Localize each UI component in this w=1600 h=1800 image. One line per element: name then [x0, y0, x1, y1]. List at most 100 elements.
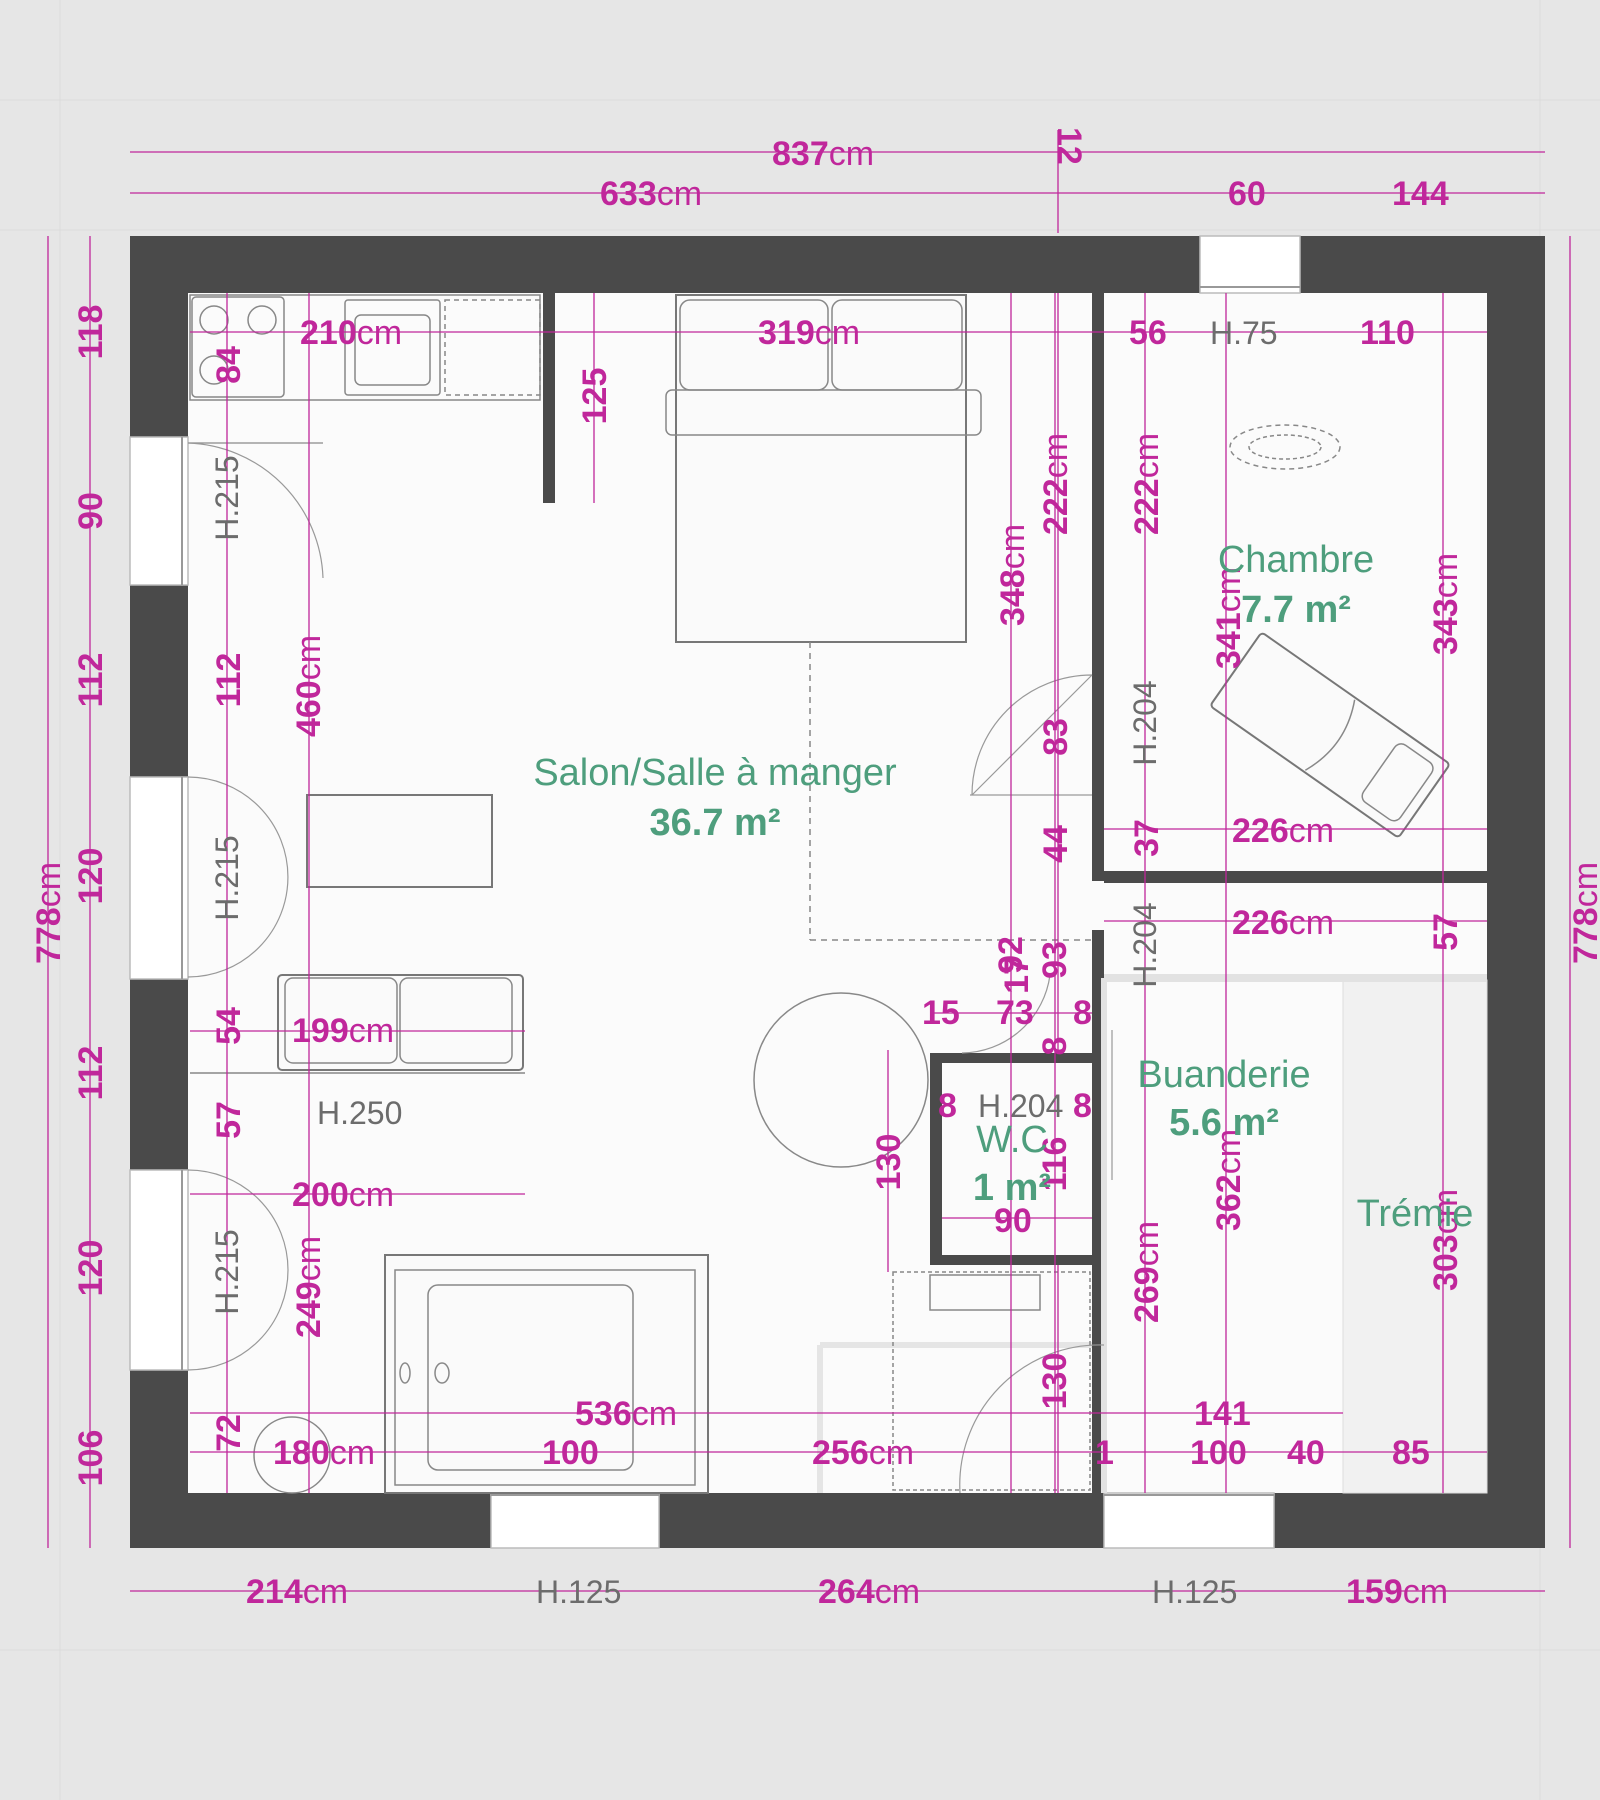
- dim-outer-106: 106: [72, 1430, 110, 1487]
- kitchen-counter: [189, 294, 541, 401]
- dim-kitchen-84: 84: [210, 346, 248, 384]
- dim-wc-8c: 8: [938, 1087, 957, 1125]
- height-wc-door: H.204: [978, 1088, 1063, 1124]
- coffee-table: [306, 794, 493, 888]
- dim-outer-112a: 112: [72, 653, 110, 708]
- dim-buanderie-57: 57: [1427, 913, 1465, 951]
- height-window-bottom-b: H.125: [1152, 1574, 1237, 1610]
- dimension-lines: [47, 130, 1571, 1592]
- dim-chambre-226b: 226cm: [1232, 904, 1334, 942]
- room-area-wc: 1 m²: [973, 1167, 1051, 1209]
- dim-kitchen: 210cm: [300, 314, 402, 352]
- dim-sofa-54: 54: [210, 1007, 248, 1045]
- shower-unit: [892, 1271, 1091, 1491]
- bed: [665, 294, 1092, 941]
- dim-left-72: 72: [210, 1414, 248, 1452]
- dim-wc-15: 15: [922, 994, 960, 1032]
- dim-bottom-180: 180cm: [273, 1434, 375, 1472]
- height-door-left: H.215: [209, 455, 245, 540]
- dim-partition-125: 125: [576, 368, 614, 425]
- dim-buanderie-269: 269cm: [1128, 1221, 1166, 1323]
- dim-bottom-1: 1: [1095, 1434, 1114, 1472]
- dim-outer-112b: 112: [72, 1046, 110, 1101]
- dim-total-width: 837cm: [772, 135, 874, 173]
- door-swings: [187, 442, 1113, 1494]
- dim-right-222: 222cm: [1128, 433, 1166, 535]
- dim-chambre-226a: 226cm: [1232, 812, 1334, 850]
- room-name-chambre: Chambre: [1218, 539, 1374, 581]
- dim-salon-348: 348cm: [994, 524, 1032, 626]
- dim-outer-120b: 120: [72, 1240, 110, 1297]
- dim-wc-73: 73: [996, 994, 1034, 1032]
- room-name-salon: Salon/Salle à manger: [533, 752, 897, 794]
- dim-wc-8b: 8: [1036, 1037, 1074, 1056]
- dim-wc-17: 17: [998, 956, 1036, 994]
- dim-bottom-214: 214cm: [246, 1573, 348, 1611]
- room-name-buanderie: Buanderie: [1137, 1054, 1310, 1096]
- dim-wc-93: 93: [1036, 941, 1074, 979]
- dim-bottom-100b: 100: [1190, 1434, 1247, 1472]
- room-area-salon: 36.7 m²: [650, 802, 781, 844]
- dim-wc-90: 90: [994, 1202, 1032, 1240]
- dim-wc-92: 92: [992, 936, 1030, 974]
- dim-wc-116: 116: [1036, 1137, 1074, 1192]
- room-name-tremie: Trémie: [1357, 1193, 1474, 1235]
- dim-bottom-40: 40: [1287, 1434, 1325, 1472]
- chambre-furniture: [1210, 424, 1450, 838]
- dining-table: [753, 992, 929, 1168]
- height-window-left-b: H.215: [209, 1229, 245, 1314]
- room-name-wc: W.C: [976, 1119, 1048, 1161]
- dim-left-222: 222cm: [1037, 433, 1075, 535]
- dim-bottom-141: 141: [1194, 1395, 1251, 1433]
- height-buanderie-door: H.204: [1127, 902, 1163, 987]
- dim-sofa: 199cm: [292, 1012, 394, 1050]
- window-frames: [181, 286, 1300, 1496]
- dim-width-top-a: 60: [1228, 175, 1266, 213]
- dim-bed-top: 319cm: [758, 314, 860, 352]
- dim-width-main: 633cm: [600, 175, 702, 213]
- tremie-zone: [817, 974, 1488, 1494]
- height-window-bottom-a: H.125: [536, 1574, 621, 1610]
- height-window-left-a: H.215: [209, 835, 245, 920]
- dim-buanderie-362: 362cm: [1210, 1129, 1248, 1231]
- dim-room-height-460: 460cm: [290, 635, 328, 737]
- dim-wc-8d: 8: [1073, 1087, 1092, 1125]
- dim-tremie-303: 303cm: [1427, 1189, 1465, 1291]
- wall-openings: [129, 235, 1301, 1549]
- dim-tv-200: 200cm: [292, 1176, 394, 1214]
- height-window-top: H.75: [1210, 315, 1278, 351]
- dim-wc-8a: 8: [1073, 994, 1092, 1032]
- dim-sofa-57: 57: [210, 1101, 248, 1139]
- dim-height-total-right: 778cm: [1567, 862, 1600, 964]
- dim-bottom-100a: 100: [542, 1434, 599, 1472]
- dim-outer-90: 90: [72, 492, 110, 530]
- round-object: [253, 1416, 331, 1494]
- dim-width-top-small: 12: [1050, 127, 1088, 165]
- dim-outer-120a: 120: [72, 848, 110, 905]
- height-ceiling: H.250: [317, 1095, 402, 1131]
- room-area-chambre: 7.7 m²: [1241, 589, 1351, 631]
- dim-lower-249: 249cm: [290, 1236, 328, 1338]
- dim-table-130: 130: [870, 1134, 908, 1191]
- dim-bottom-159: 159cm: [1346, 1573, 1448, 1611]
- dim-height-total: 778cm: [30, 862, 68, 964]
- dim-width-top-b: 144: [1392, 175, 1449, 213]
- dim-chambre-37: 37: [1128, 819, 1166, 857]
- dim-door-44: 44: [1037, 825, 1075, 863]
- dim-bottom-85: 85: [1392, 1434, 1430, 1472]
- height-chambre-door: H.204: [1127, 680, 1163, 765]
- dim-chambre-top-a: 56: [1129, 314, 1167, 352]
- dim-bottom-256: 256cm: [812, 1434, 914, 1472]
- bathtub: [384, 1254, 709, 1494]
- dim-chambre-top-b: 110: [1360, 314, 1415, 352]
- sofa: [190, 974, 525, 1074]
- room-area-buanderie: 5.6 m²: [1169, 1102, 1279, 1144]
- dim-chambre-343: 343cm: [1427, 553, 1465, 655]
- dim-chambre-341: 341cm: [1210, 567, 1248, 669]
- dim-left-112a: 112: [210, 653, 248, 708]
- dim-door-83: 83: [1037, 718, 1075, 756]
- dim-bath-130: 130: [1036, 1353, 1074, 1410]
- dim-bottom-536: 536cm: [575, 1395, 677, 1433]
- dim-bottom-264: 264cm: [818, 1573, 920, 1611]
